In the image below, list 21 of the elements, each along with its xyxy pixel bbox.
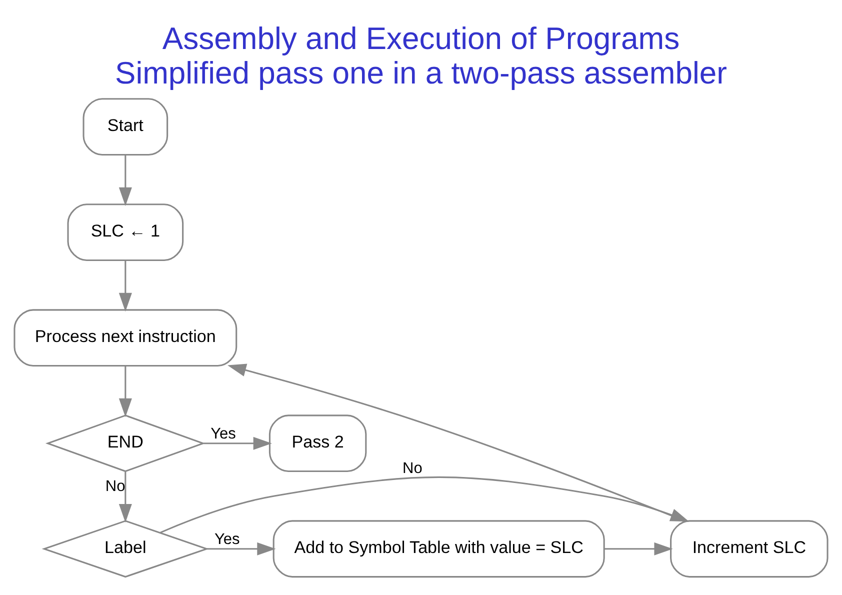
node-box: Increment SLC [670,520,828,578]
diagram-title: Assembly and Execution of Programs [162,21,680,56]
arrow [206,542,276,556]
edge-label: Yes [214,531,240,548]
arrow [118,155,132,206]
node-box: Add to Symbol Table with value = SLC [272,520,605,578]
node-box: Pass 2 [268,414,367,472]
edge-label: No [402,460,422,477]
edge-label: Yes [210,426,236,443]
caption: Simplified pass one in a two-pass assembler [115,55,727,90]
node-diamond: END [45,414,206,472]
node-box: Start [82,98,168,156]
arrow [118,472,132,523]
node-diamond: Label [42,520,210,578]
arrow [604,542,673,556]
node-box: Process next instruction [14,309,238,367]
edge-label: No [105,478,126,496]
arrow [118,260,132,312]
node-box: SLC ← 1 [67,204,184,262]
arrow [118,366,132,418]
arrow [204,436,272,450]
